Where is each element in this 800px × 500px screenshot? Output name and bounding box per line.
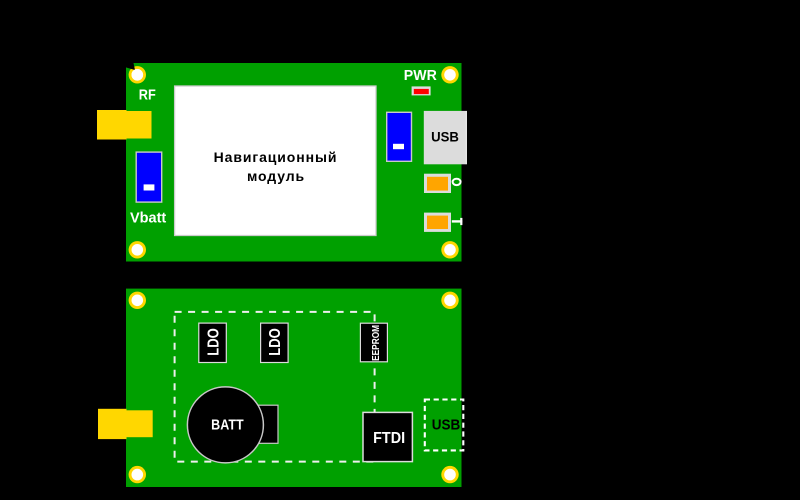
svg-text:BATT: BATT [211,417,244,434]
svg-text:EEPROM: EEPROM [370,325,382,361]
svg-text:USB: USB [431,129,459,144]
svg-text:модуль: модуль [247,168,305,184]
svg-text:RF: RF [139,86,156,103]
svg-text:PWR: PWR [404,68,438,84]
svg-text:Навигационный: Навигационный [214,149,338,165]
svg-text:Vbatt: Vbatt [130,210,166,226]
svg-text:FTDI: FTDI [373,430,405,447]
svg-text:USB: USB [432,416,461,433]
svg-text:LDO: LDO [205,328,222,356]
svg-text:LDO: LDO [267,328,284,356]
